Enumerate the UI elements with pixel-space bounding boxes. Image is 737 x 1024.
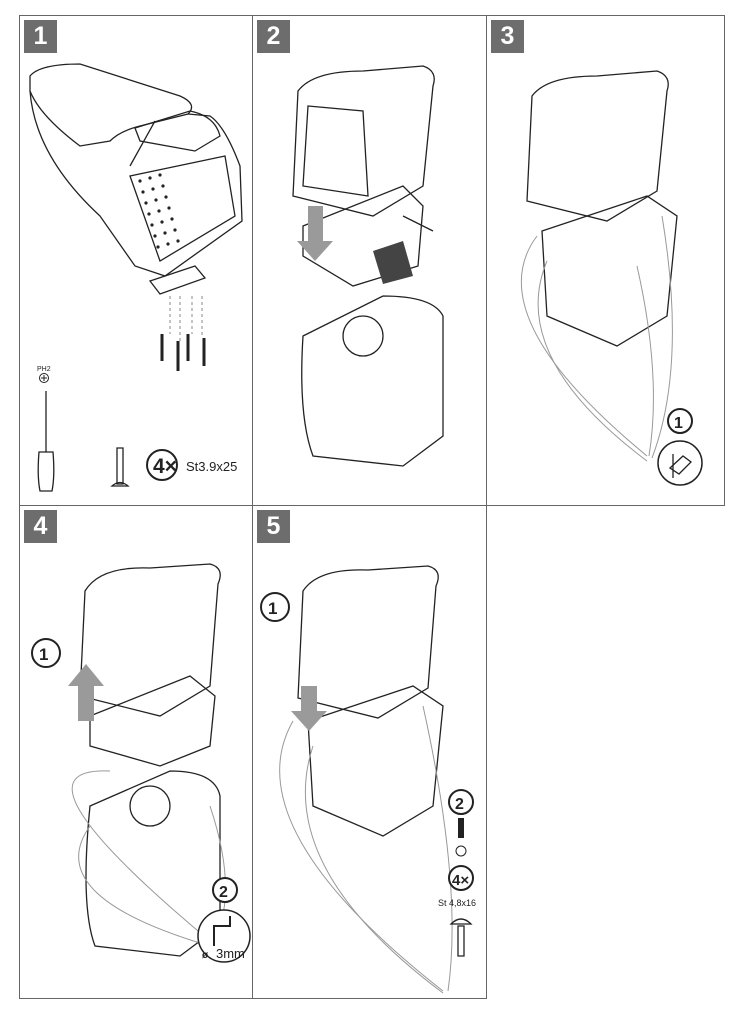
fastener-quantity: 4× [452,872,469,889]
screwdriver-icon [458,818,464,838]
armrest-illustration: 1 [520,70,703,486]
drill-size: 3mm [216,946,245,961]
bit-label: PH2 [37,366,51,373]
armrest-illustration [29,63,243,371]
step-number-badge: 5 [257,510,290,543]
step-panel-2: 2 [252,15,487,506]
screw-icon [449,918,473,957]
step-number-badge: 2 [257,20,290,53]
screw-icon [110,447,130,487]
callout-number: 1 [39,645,48,664]
callout-number: 1 [268,599,277,618]
diameter-symbol: ø [202,950,209,961]
callout-number: 2 [455,796,464,813]
tools-section: PH2 4× St3.9x25 [37,366,237,492]
step-panel-5: 5 1 2 4× St 4,8x16 [252,505,487,999]
step-number-badge: 4 [24,510,57,543]
fastener-quantity: 4× [153,455,177,478]
quantity-circle [146,449,178,481]
screwdriver-icon [37,391,55,492]
armrest-illustration: 1 2 4× St 4,8x16 [260,565,476,994]
phillips-bit-icon [455,845,467,857]
armrest-illustration [292,65,444,467]
callout-number: 2 [219,884,228,901]
hand-pen-icon [657,440,703,486]
down-arrow-icon [291,686,327,731]
drill-icon [197,909,251,963]
step-number-badge: 1 [24,20,57,53]
phillips-bit-icon [39,373,49,383]
step-panel-3: 3 1 [486,15,725,506]
step-panel-1: 1 PH2 [19,15,253,506]
boot-cover [373,241,413,284]
fastener-spec: St 4,8x16 [438,898,476,908]
step-panel-4: 4 1 2 ø 3mm [19,505,253,999]
callout-circle [667,408,693,434]
callout-number: 1 [674,415,683,432]
armrest-illustration: 1 2 ø 3mm [31,563,251,963]
step-number-badge: 3 [491,20,524,53]
down-arrow-icon [297,206,333,261]
up-arrow-icon [68,664,104,721]
perforation-dots [138,173,180,249]
fastener-spec: St3.9x25 [186,459,237,474]
screw-icons [160,334,206,371]
